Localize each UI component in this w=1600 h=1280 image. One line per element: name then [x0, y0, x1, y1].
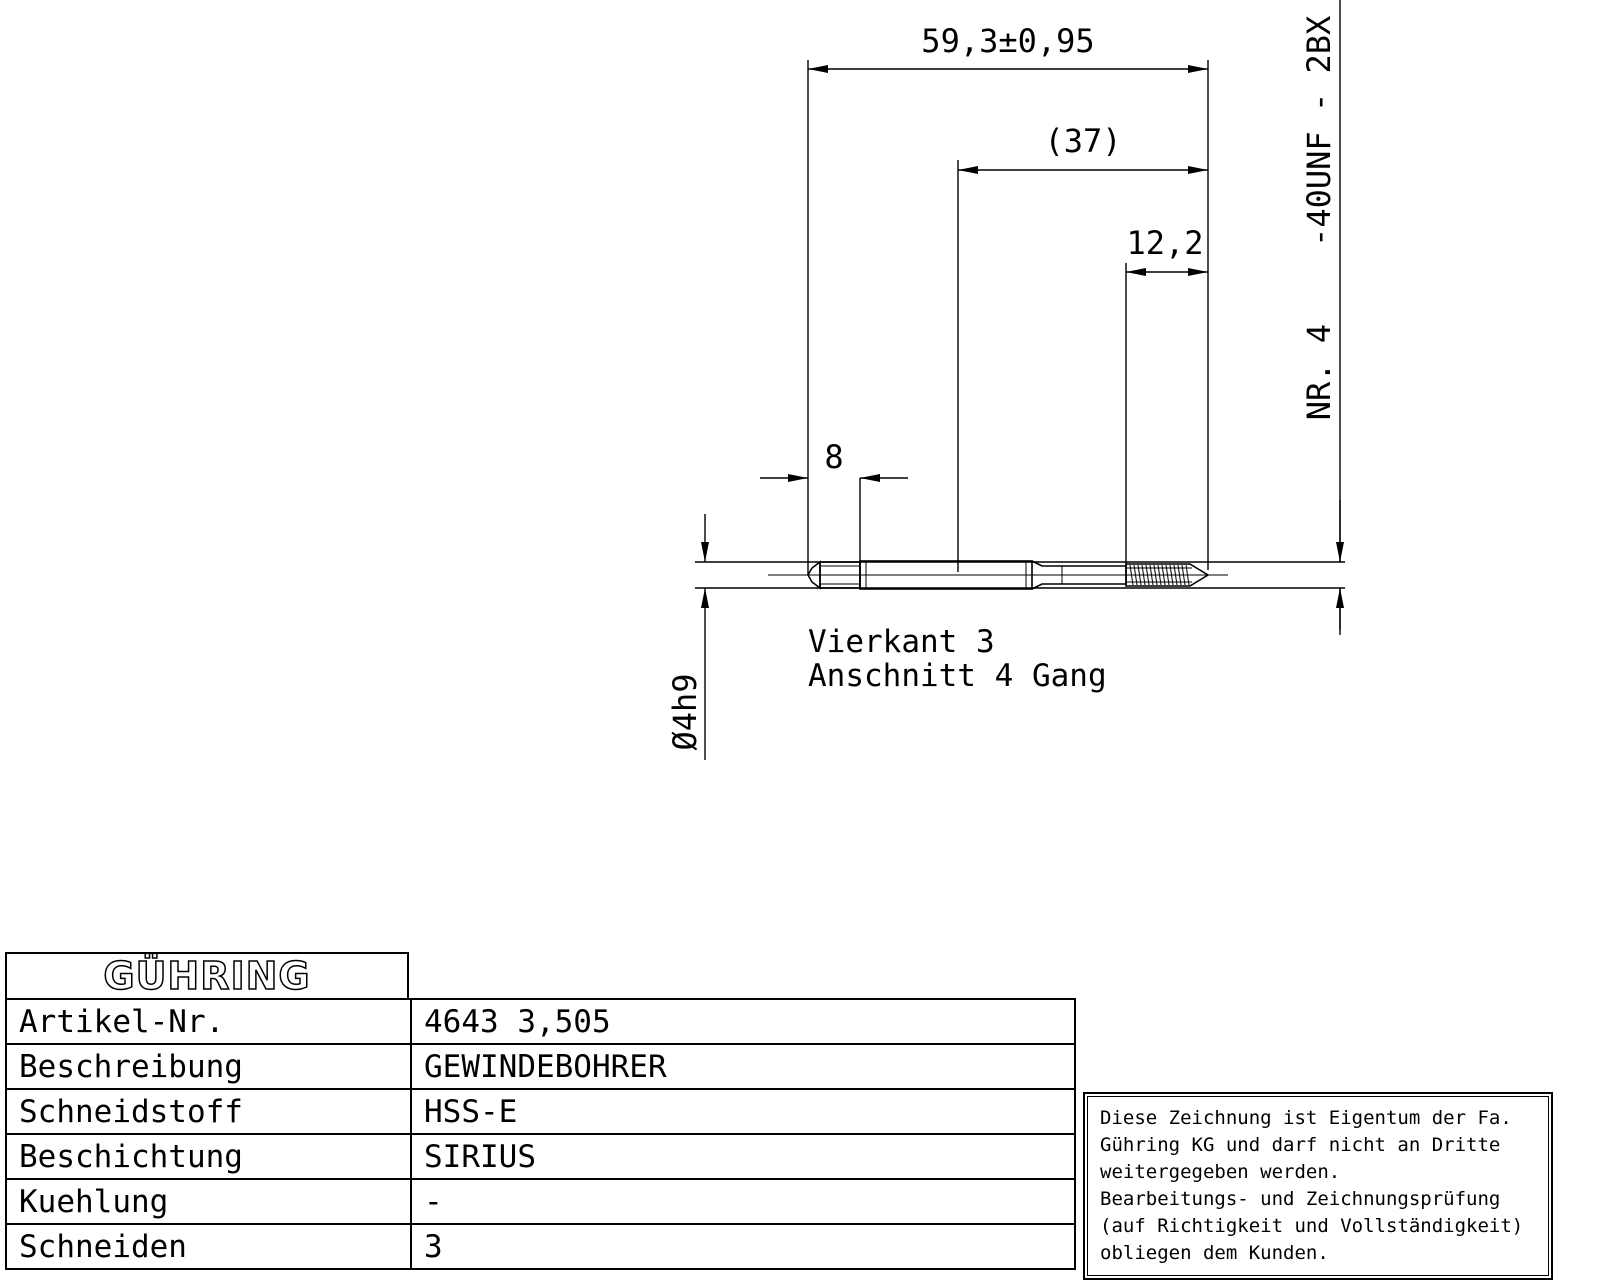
title-block-row: Kuehlung- — [5, 1178, 1076, 1225]
thread-hatch-line — [1181, 564, 1186, 586]
extension-lines — [695, 0, 1345, 635]
thread-hatch-line — [1177, 564, 1182, 586]
dim-thread-length: 12,2 — [1126, 224, 1203, 262]
thread-hatch-line — [1129, 564, 1134, 586]
ownership-notice-text: Diese Zeichnung ist Eigentum der Fa. Gühr… — [1087, 1096, 1549, 1276]
dim-shank-length: (37) — [1044, 122, 1121, 160]
notice-line: weitergegeben werden. — [1100, 1161, 1341, 1183]
dim-overall-length: 59,3±0,95 — [921, 22, 1094, 60]
dimension-lines — [701, 65, 1344, 760]
logo-cell: GÜHRING — [5, 952, 409, 999]
title-block-label: Kuehlung — [5, 1178, 412, 1225]
title-block-label: Artikel-Nr. — [5, 998, 412, 1045]
thread-hatch-line — [1185, 564, 1190, 586]
thread-hatch-line — [1165, 564, 1170, 586]
guehring-logo: GÜHRING — [103, 953, 311, 999]
thread-designation: NR. 4 -40UNF - 2BX — [1300, 16, 1338, 421]
note-chamfer: Anschnitt 4 Gang — [808, 658, 1107, 694]
thread-hatch-line — [1161, 564, 1166, 586]
shank — [859, 560, 1033, 590]
title-block-value: - — [410, 1178, 1076, 1225]
thread-hatch — [1129, 564, 1190, 586]
ownership-notice: Diese Zeichnung ist Eigentum der Fa. Gühr… — [1083, 1092, 1553, 1280]
thread-hatch-line — [1169, 564, 1174, 586]
notice-line: Diese Zeichnung ist Eigentum der Fa. — [1100, 1107, 1512, 1129]
notice-line: obliegen dem Kunden. — [1100, 1242, 1329, 1264]
thread-hatch-line — [1133, 564, 1138, 586]
title-block-value: 4643 3,505 — [410, 998, 1076, 1045]
notice-line: Gühring KG und darf nicht an Dritte — [1100, 1134, 1501, 1156]
dim-square-length: 8 — [824, 438, 843, 476]
thread-hatch-line — [1173, 564, 1178, 586]
title-block-value: SIRIUS — [410, 1133, 1076, 1180]
title-block-value: HSS-E — [410, 1088, 1076, 1135]
title-block-label: Schneidstoff — [5, 1088, 412, 1135]
thread-hatch-line — [1157, 564, 1162, 586]
note-square: Vierkant 3 — [808, 624, 995, 660]
tap-outline — [768, 560, 1228, 590]
notice-line: Bearbeitungs- und Zeichnungsprüfung — [1100, 1188, 1501, 1210]
thread-hatch-line — [1141, 564, 1146, 586]
dim-diameter: Ø4h9 — [666, 673, 704, 750]
title-block-label: Schneiden — [5, 1223, 412, 1270]
thread-hatch-line — [1153, 564, 1158, 586]
title-block-label: Beschichtung — [5, 1133, 412, 1180]
notice-line: (auf Richtigkeit und Vollständigkeit) — [1100, 1215, 1524, 1237]
title-block-value: 3 — [410, 1223, 1076, 1270]
title-block-value: GEWINDEBOHRER — [410, 1043, 1076, 1090]
thread-hatch-line — [1137, 564, 1142, 586]
technical-drawing: 59,3±0,95 (37) 12,2 8 Ø4h9 NR. 4 -40UNF … — [666, 0, 1345, 760]
title-block-label: Beschreibung — [5, 1043, 412, 1090]
thread-hatch-line — [1149, 564, 1154, 586]
title-block-row: Artikel-Nr.4643 3,505 — [5, 998, 1076, 1045]
thread-hatch-line — [1145, 564, 1150, 586]
